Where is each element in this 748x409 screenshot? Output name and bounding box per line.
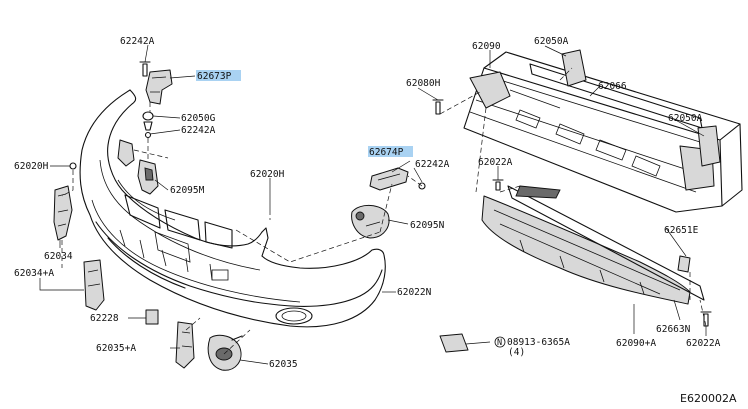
bracket-62050A-top <box>561 49 587 87</box>
label-62228: 62228 <box>90 313 119 324</box>
label-62651E: 62651E <box>664 225 699 236</box>
bumper-fascia <box>79 89 386 328</box>
bracket-62095N <box>351 205 390 239</box>
fog-bracket-62035 <box>207 334 243 371</box>
label-62050A-right: 62050A <box>668 113 703 124</box>
bolt-icon <box>492 179 504 191</box>
leader-lines <box>39 44 707 365</box>
highlight-62673P <box>196 70 241 81</box>
nut-08913-6365A <box>439 333 469 353</box>
bolt-icon <box>139 61 151 77</box>
side-panel-62034A <box>83 259 105 311</box>
label-62022A-bottom: 62022A <box>686 338 721 349</box>
label-62034A: 62034+A <box>14 268 54 279</box>
lower-bracket-62035A <box>175 321 195 369</box>
label-62095N: 62095N <box>410 220 445 231</box>
label-62090A: 62090+A <box>616 338 656 349</box>
label-62022A-mid: 62022A <box>478 157 513 168</box>
label-62080H: 62080H <box>406 78 441 89</box>
label-62242A-right: 62242A <box>415 159 450 170</box>
bolt-icon <box>432 99 444 115</box>
label-62673P: 62673P <box>197 71 232 82</box>
side-retainer-62034 <box>53 185 73 241</box>
diagram-code: E620002A <box>680 392 737 405</box>
label-62242A-top: 62242A <box>120 36 155 47</box>
label-08913-6365A: 08913-6365A <box>507 337 570 348</box>
label-62066: 62066 <box>598 81 627 92</box>
label-62020H-left: 62020H <box>14 161 49 172</box>
nut-icon <box>69 162 77 170</box>
label-62035A: 62035+A <box>96 343 136 354</box>
bolt-spec: N 08913-6365A (4) <box>494 336 570 358</box>
assembly-lines <box>61 67 707 355</box>
bolt-n-letter: N <box>497 338 502 348</box>
reinforcement-62090 <box>463 51 743 213</box>
nut-icon <box>418 182 426 190</box>
label-bolt-quantity: (4) <box>508 347 525 358</box>
bolt-icon <box>700 311 712 327</box>
label-62035: 62035 <box>269 359 298 370</box>
label-62020H-center: 62020H <box>250 169 285 180</box>
label-62095M: 62095M <box>170 185 205 196</box>
bracket-62673P <box>145 69 173 105</box>
bracket-62050A-right <box>697 125 721 167</box>
label-62022N: 62022N <box>397 287 432 298</box>
highlight-62674P <box>368 146 413 157</box>
label-62050A-top: 62050A <box>534 36 569 47</box>
label-62050G: 62050G <box>181 113 216 124</box>
label-62242A-mid: 62242A <box>181 125 216 136</box>
label-62663N: 62663N <box>656 324 691 335</box>
n-circle-icon <box>494 336 506 348</box>
bracket-62674P <box>369 167 409 191</box>
absorber-62090A <box>481 195 691 305</box>
side-bracket-62095M <box>117 139 159 195</box>
label-62090: 62090 <box>472 41 501 52</box>
bar-62663N <box>507 185 705 301</box>
label-62034: 62034 <box>44 251 73 262</box>
seal-62228 <box>145 309 159 325</box>
part-labels: 62242A 62673P 62050G 62242A 62020H 62095… <box>14 36 721 370</box>
label-62674P: 62674P <box>369 147 404 158</box>
clip-62651E <box>677 255 691 273</box>
